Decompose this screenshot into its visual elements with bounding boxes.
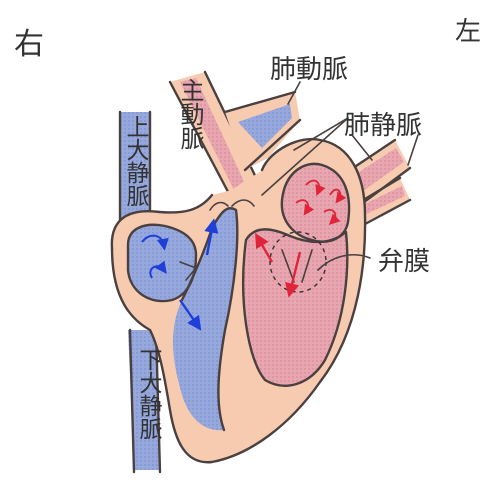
vena-cava	[118, 110, 162, 474]
mitral-valve-highlight	[269, 231, 327, 293]
label-superior-vena-cava: 上大静脈	[122, 115, 150, 207]
label-right: 右	[14, 27, 44, 62]
heart-outlines	[110, 137, 367, 464]
blood-flow-arrows	[141, 179, 347, 331]
label-pulmonary-vein: 肺静脈	[344, 111, 422, 141]
valves	[179, 199, 327, 293]
label-pulmonary-artery: 肺動脈	[270, 55, 348, 85]
label-aorta: 主動脈	[176, 78, 204, 150]
pulmonary-artery	[223, 90, 302, 172]
right-ventricle	[172, 208, 238, 431]
label-left: 左	[455, 17, 481, 47]
left-ventricle	[243, 229, 348, 386]
label-inferior-vena-cava: 下大静脈	[135, 348, 163, 440]
label-valve: 弁膜	[378, 247, 430, 277]
leader-lines	[261, 81, 419, 271]
aorta	[168, 70, 264, 207]
